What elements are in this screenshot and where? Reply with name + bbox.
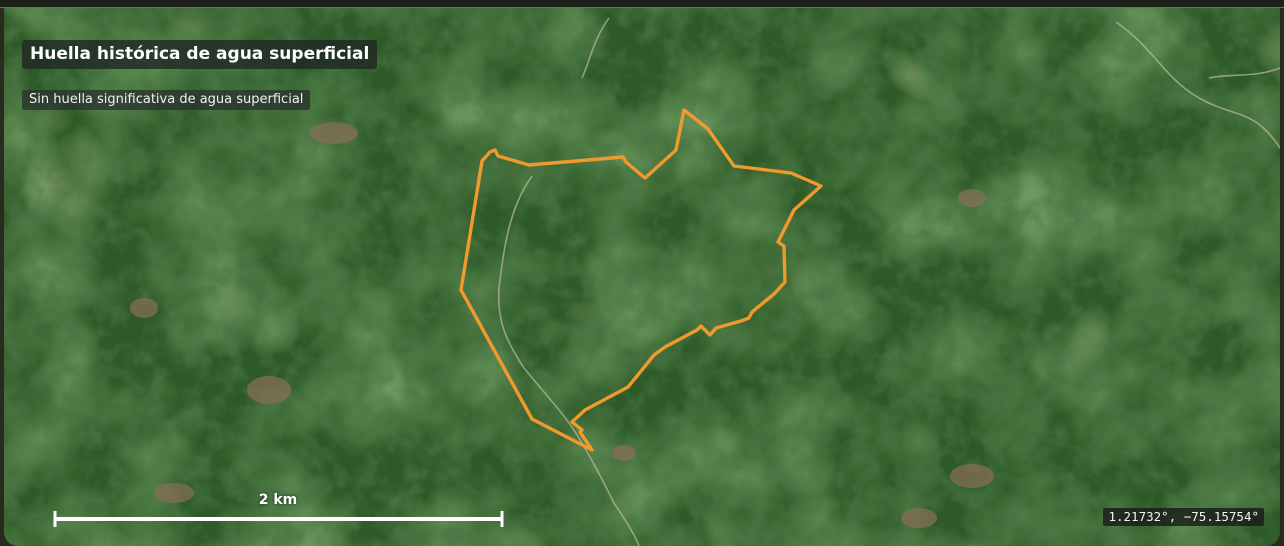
- scale-bar: [53, 511, 504, 527]
- top-border: [0, 0, 1284, 8]
- dirt-roads: [497, 17, 1280, 546]
- scale-bar-label: 2 km: [258, 492, 298, 508]
- satellite-imagery: [4, 8, 1280, 546]
- bare-soil-patches: [130, 122, 994, 528]
- satellite-map[interactable]: [4, 8, 1280, 546]
- map-title: Huella histórica de agua superficial: [22, 40, 378, 69]
- parcel-boundary-outline[interactable]: [459, 108, 823, 452]
- parcel-boundary-layer: [459, 108, 823, 452]
- map-subtitle: Sin huella significativa de agua superfi…: [22, 90, 311, 110]
- coordinates-readout: 1.21732°, −75.15754°: [1103, 508, 1264, 526]
